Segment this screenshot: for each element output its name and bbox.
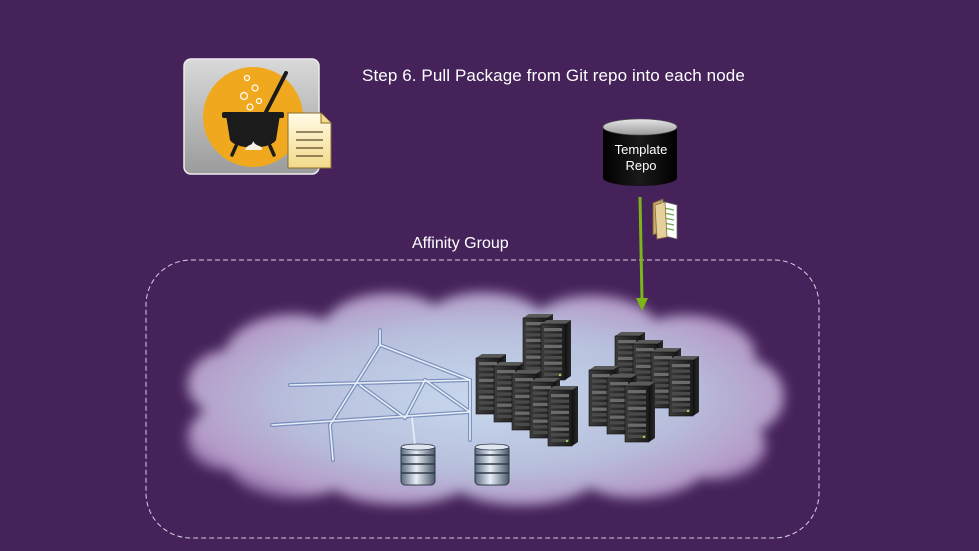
slide-title: Step 6. Pull Package from Git repo into … — [362, 66, 745, 85]
server-rack-icon — [624, 382, 655, 443]
repo-label-line2: Repo — [625, 158, 657, 173]
affinity-group-label: Affinity Group — [412, 235, 509, 252]
document-icon — [287, 112, 332, 169]
pull-arrow — [636, 196, 648, 311]
server-rack-icon — [493, 362, 524, 423]
package-folder-icon — [652, 198, 678, 240]
chef-cookbook-icon — [183, 58, 332, 175]
network-mesh-icon — [270, 328, 472, 462]
server-rack-icon — [547, 386, 578, 447]
server-farm — [475, 314, 699, 447]
repo-label-line1: Template — [614, 142, 668, 157]
affinity-group-border — [145, 259, 820, 539]
template-repo-label: Template Repo — [603, 142, 679, 174]
server-rack-icon — [668, 356, 699, 417]
server-rack-icon — [540, 320, 571, 381]
database-cylinder-icon — [602, 118, 678, 186]
storage-disk-icon — [474, 443, 510, 486]
storage-disk-icon — [400, 443, 436, 486]
